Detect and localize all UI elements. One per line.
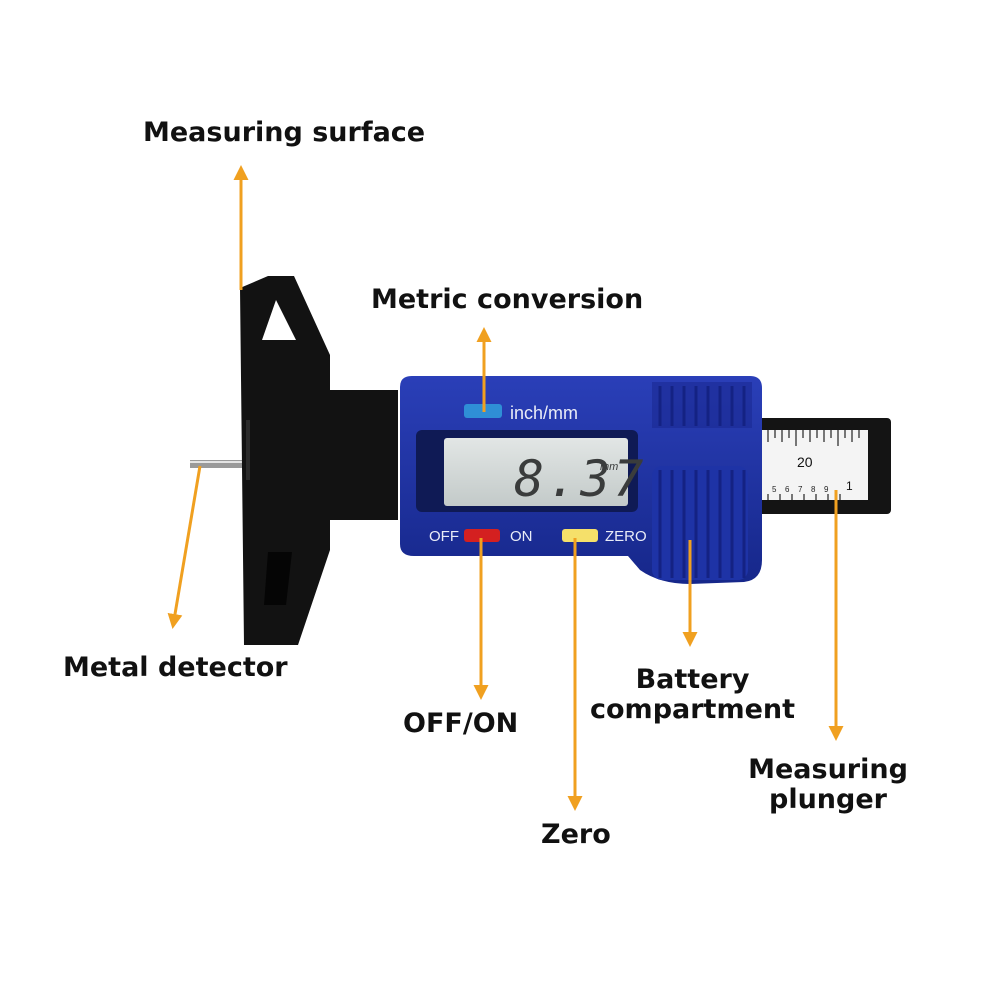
battery-cover-ribs	[658, 470, 746, 578]
ruler-minor-9: 9	[824, 485, 829, 494]
lcd-display: 8.37 mm	[416, 430, 646, 512]
measuring-plunger-ruler: 20 5 6 7 8 9 1	[745, 418, 891, 514]
label-zero: Zero	[541, 819, 611, 850]
inch-mm-label: inch/mm	[510, 403, 578, 423]
ruler-minor-8: 8	[811, 485, 816, 494]
label-metric-conversion: Metric conversion	[371, 284, 644, 315]
zero-button-label: ZERO	[605, 528, 647, 545]
lcd-unit: mm	[600, 461, 618, 473]
label-off-on: OFF/ON	[403, 708, 519, 739]
ruler-minor-6: 6	[785, 485, 790, 494]
ruler-ticks	[767, 430, 860, 500]
label-plunger-line1: Measuring	[748, 754, 908, 785]
ruler-minor-labels: 5 6 7 8 9	[772, 485, 829, 494]
ruler-major-label: 20	[797, 454, 813, 470]
ruler-minor-5: 5	[772, 485, 777, 494]
callout-arrows	[167, 165, 844, 811]
top-right-ribs	[658, 386, 746, 426]
label-plunger-line2: plunger	[769, 784, 887, 815]
off-label: OFF	[429, 528, 459, 545]
off-on-button[interactable]	[464, 529, 500, 542]
metal-detector-pin	[190, 460, 245, 468]
label-battery-line2: compartment	[590, 694, 796, 725]
label-battery-line1: Battery	[635, 664, 750, 695]
ruler-minor-7: 7	[798, 485, 803, 494]
label-measuring-plunger: Measuring plunger	[743, 755, 913, 815]
ruler-end-label: 1	[846, 479, 853, 493]
label-battery-compartment: Battery compartment	[590, 665, 795, 725]
label-measuring-surface: Measuring surface	[143, 117, 426, 148]
label-metal-detector: Metal detector	[63, 652, 288, 683]
gauge-black-base	[240, 276, 398, 645]
on-label: ON	[510, 528, 533, 545]
lcd-reading: 8.37	[514, 450, 646, 508]
zero-button[interactable]	[562, 529, 598, 542]
arrow-metal-detector	[167, 465, 202, 629]
